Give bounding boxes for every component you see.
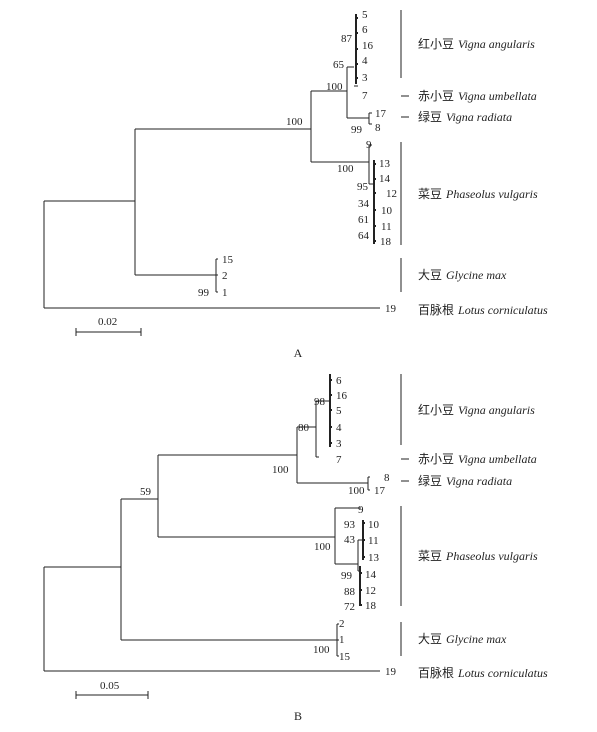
tree-a-leaf-labels: 5 6 16 4 3 7 17 8 9 13 14 12 10 11 18 15… xyxy=(222,9,397,315)
leaf-label: 10 xyxy=(381,205,393,217)
leaf-label: 13 xyxy=(368,552,380,564)
leaf-label: 12 xyxy=(365,585,376,597)
group-label-lotus-corniculatus: 百脉根 Lotus corniculatus xyxy=(418,664,548,681)
scale-bar-label: 0.02 xyxy=(98,316,117,328)
bootstrap-value: 64 xyxy=(358,230,370,242)
leaf-label: 19 xyxy=(385,303,397,315)
tree-a-collapsed-clades xyxy=(354,14,376,244)
leaf-label: 11 xyxy=(368,535,379,547)
group-label-lotus-corniculatus: 百脉根 Lotus corniculatus xyxy=(418,301,548,318)
bootstrap-value: 87 xyxy=(341,33,353,45)
panel-label-b: B xyxy=(294,709,302,723)
leaf-label: 3 xyxy=(336,438,342,450)
tree-a-group-brackets xyxy=(400,10,409,292)
leaf-label: 6 xyxy=(362,24,368,36)
group-label-phaseolus-vulgaris: 菜豆 Phaseolus vulgaris xyxy=(418,185,538,202)
scale-bar-b: 0.05 xyxy=(75,680,149,699)
leaf-label: 9 xyxy=(366,139,372,151)
leaf-label: 11 xyxy=(381,221,392,233)
group-label-vigna-umbellata: 赤小豆 Vigna umbellata xyxy=(418,450,537,467)
leaf-label: 1 xyxy=(222,287,228,299)
bootstrap-value: 100 xyxy=(348,485,365,497)
tree-a-group-labels: 红小豆 Vigna angularis 赤小豆 Vigna umbellata … xyxy=(418,35,548,318)
leaf-label: 19 xyxy=(385,666,397,678)
leaf-label: 16 xyxy=(336,390,348,402)
tree-b-bootstrap-values: 98 80 100 100 59 93 43 100 99 88 72 100 xyxy=(140,396,365,656)
tree-b-group-brackets xyxy=(400,374,409,656)
leaf-label: 18 xyxy=(380,236,392,248)
tree-b-collapsed-clades xyxy=(328,374,365,607)
bootstrap-value: 61 xyxy=(358,214,369,226)
leaf-label: 2 xyxy=(339,618,345,630)
group-label-vigna-angularis: 红小豆 Vigna angularis xyxy=(418,35,535,52)
tree-b-leaf-labels: 6 16 5 4 3 7 8 17 9 10 11 13 14 12 18 2 … xyxy=(336,375,397,678)
leaf-label: 17 xyxy=(374,485,386,497)
bootstrap-value: 99 xyxy=(198,287,210,299)
leaf-label: 1 xyxy=(339,634,345,646)
bootstrap-value: 65 xyxy=(333,59,345,71)
tree-a-branches xyxy=(43,66,380,309)
bootstrap-value: 99 xyxy=(351,124,363,136)
bootstrap-value: 100 xyxy=(314,541,331,553)
group-label-vigna-angularis: 红小豆 Vigna angularis xyxy=(418,401,535,418)
leaf-label: 4 xyxy=(362,55,368,67)
leaf-label: 6 xyxy=(336,375,342,387)
leaf-label: 7 xyxy=(336,454,342,466)
tree-panel-b: 6 16 5 4 3 7 8 17 9 10 11 13 14 12 18 2 … xyxy=(43,374,548,723)
scale-bar-a: 0.02 xyxy=(75,316,142,336)
group-label-vigna-umbellata: 赤小豆 Vigna umbellata xyxy=(418,87,537,104)
leaf-label: 13 xyxy=(379,158,391,170)
bootstrap-value: 98 xyxy=(314,396,326,408)
bootstrap-value: 100 xyxy=(272,464,289,476)
bootstrap-value: 93 xyxy=(344,519,356,531)
leaf-label: 2 xyxy=(222,270,228,282)
tree-b-branches xyxy=(43,400,380,672)
leaf-label: 14 xyxy=(379,173,391,185)
bootstrap-value: 34 xyxy=(358,198,370,210)
bootstrap-value: 59 xyxy=(140,486,152,498)
leaf-label: 5 xyxy=(336,405,342,417)
leaf-label: 15 xyxy=(222,254,234,266)
leaf-label: 5 xyxy=(362,9,368,21)
bootstrap-value: 100 xyxy=(337,163,354,175)
bootstrap-value: 100 xyxy=(286,116,303,128)
leaf-label: 3 xyxy=(362,72,368,84)
tree-a-bootstrap-values: 87 65 100 100 99 100 95 34 61 64 99 xyxy=(198,33,370,299)
group-label-glycine-max: 大豆 Glycine max xyxy=(418,630,507,647)
leaf-label: 18 xyxy=(365,600,377,612)
bootstrap-value: 72 xyxy=(344,601,355,613)
tree-panel-a: 5 6 16 4 3 7 17 8 9 13 14 12 10 11 18 15… xyxy=(43,9,548,360)
bootstrap-value: 100 xyxy=(326,81,343,93)
group-label-phaseolus-vulgaris: 菜豆 Phaseolus vulgaris xyxy=(418,547,538,564)
leaf-label: 12 xyxy=(386,188,397,200)
tree-b-group-labels: 红小豆 Vigna angularis 赤小豆 Vigna umbellata … xyxy=(418,401,548,681)
bootstrap-value: 99 xyxy=(341,570,353,582)
bootstrap-value: 95 xyxy=(357,181,369,193)
leaf-label: 14 xyxy=(365,569,377,581)
group-label-vigna-radiata: 绿豆 Vigna radiata xyxy=(418,472,512,489)
leaf-label: 4 xyxy=(336,422,342,434)
leaf-label: 8 xyxy=(375,122,381,134)
leaf-label: 7 xyxy=(362,90,368,102)
bootstrap-value: 80 xyxy=(298,422,310,434)
group-label-vigna-radiata: 绿豆 Vigna radiata xyxy=(418,108,512,125)
bootstrap-value: 43 xyxy=(344,534,356,546)
bootstrap-value: 100 xyxy=(313,644,330,656)
leaf-label: 9 xyxy=(358,504,364,516)
scale-bar-line xyxy=(75,691,149,699)
panel-label-a: A xyxy=(294,346,303,360)
scale-bar-line xyxy=(75,328,142,336)
leaf-label: 8 xyxy=(384,472,390,484)
leaf-label: 15 xyxy=(339,651,351,663)
group-label-glycine-max: 大豆 Glycine max xyxy=(418,266,507,283)
scale-bar-label: 0.05 xyxy=(100,680,120,692)
leaf-label: 10 xyxy=(368,519,380,531)
bootstrap-value: 88 xyxy=(344,586,356,598)
leaf-label: 17 xyxy=(375,108,387,120)
leaf-label: 16 xyxy=(362,40,374,52)
